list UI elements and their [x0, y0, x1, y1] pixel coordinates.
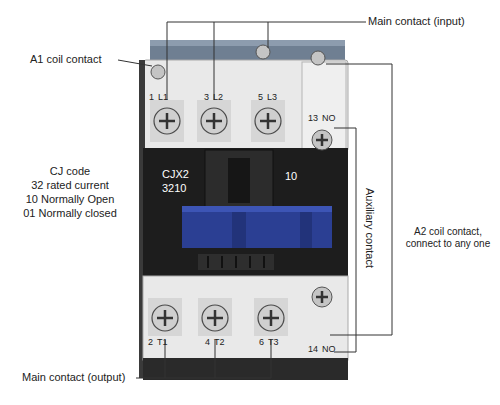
model-text: CJX2 — [162, 168, 189, 181]
terminal-well — [198, 298, 232, 336]
terminal-screws — [152, 108, 284, 331]
terminal-number: 6 — [259, 337, 264, 347]
terminal-name: T2 — [214, 337, 225, 347]
callout-text: A1 coil contact — [30, 53, 102, 66]
terminal-name: NO — [322, 113, 336, 123]
terminal-number: 2 — [148, 337, 153, 347]
grille-bar — [249, 256, 251, 268]
top-block-slot — [228, 158, 250, 203]
terminal-number: 1 — [149, 92, 154, 102]
small-screws — [151, 45, 332, 307]
grille — [198, 254, 274, 270]
terminal-well — [148, 298, 182, 336]
terminal-name: NO — [322, 344, 336, 354]
terminal-number: 3 — [204, 92, 209, 102]
terminal-name: T3 — [268, 337, 279, 347]
callout-text: Main contact (input) — [368, 15, 465, 28]
leader-lines — [118, 22, 392, 378]
code-note: 32 rated current — [31, 179, 109, 192]
callout-text: A2 coil contact, connect to any one — [396, 226, 500, 249]
terminal-well — [197, 100, 231, 142]
top-housing — [143, 60, 348, 152]
slider-rib — [300, 212, 312, 248]
terminal-number: 4 — [205, 337, 210, 347]
terminal-well — [251, 100, 285, 142]
model-text: 10 — [285, 170, 297, 183]
grille-bar — [235, 256, 237, 268]
grille-bar — [263, 256, 265, 268]
code-note: 01 Normally closed — [23, 207, 117, 220]
terminal-number: 14 — [308, 344, 318, 354]
code-note: 10 Normally Open — [26, 193, 115, 206]
top-block — [205, 150, 273, 208]
callout-text: Auxiliary contact — [364, 188, 377, 268]
aux-block — [302, 62, 346, 150]
slider-rib — [232, 212, 246, 248]
code-note: CJ code — [50, 165, 90, 178]
terminal-well — [150, 100, 184, 142]
terminal-name: L1 — [158, 92, 168, 102]
bottom-housing — [143, 276, 348, 360]
terminal-number: 13 — [308, 113, 318, 123]
terminal-name: L3 — [267, 92, 277, 102]
grille-bar — [207, 256, 209, 268]
callout-text: Main contact (output) — [22, 371, 125, 384]
terminal-name: L2 — [213, 92, 223, 102]
grille-bar — [221, 256, 223, 268]
top-strip-highlight — [150, 40, 345, 46]
terminal-number: 5 — [258, 92, 263, 102]
screw-slots — [157, 113, 328, 326]
blue-slider — [182, 206, 332, 248]
terminal-name: T1 — [157, 337, 168, 347]
slider-highlight — [182, 206, 332, 212]
terminal-well — [254, 298, 288, 336]
middle-body — [143, 148, 348, 278]
model-text: 3210 — [162, 182, 186, 195]
base — [143, 358, 348, 380]
